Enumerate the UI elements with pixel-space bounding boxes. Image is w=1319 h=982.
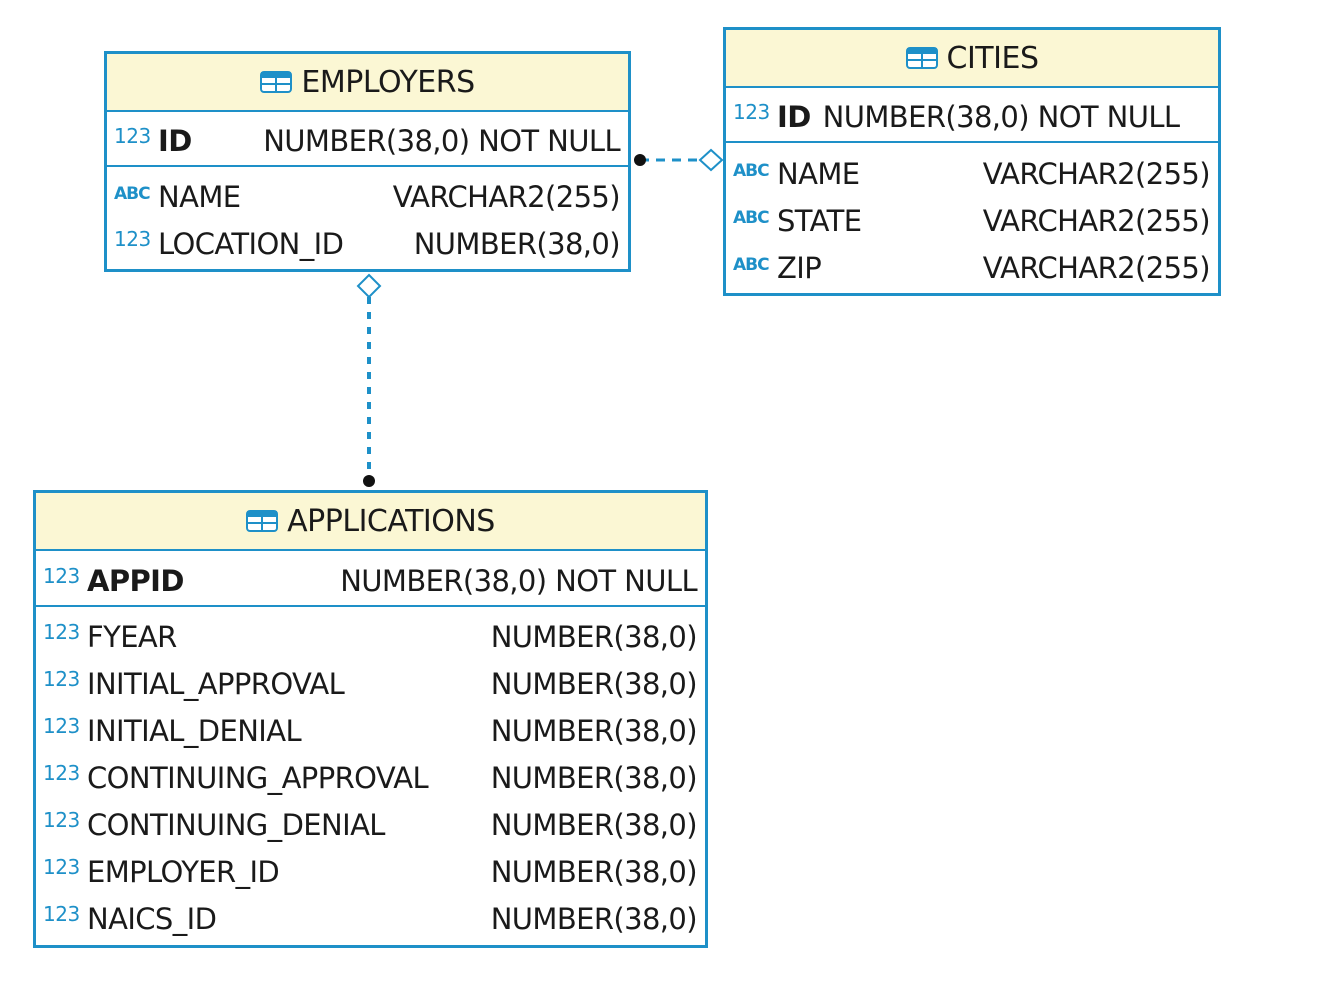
column-type: NUMBER(38,0) NOT NULL [340,564,697,598]
column-type: NUMBER(38,0) NOT NULL [263,124,620,158]
employers-header: EMPLOYERS [107,54,628,112]
column-name: NAME [158,179,241,214]
employers-applications-dot-end [363,475,375,487]
table-row[interactable]: ABC NAME VARCHAR2(255) [107,173,628,220]
table-row[interactable]: 123 CONTINUING_APPROVAL NUMBER(38,0) [36,754,705,801]
text-type-icon: ABC [733,160,770,181]
column-name: FYEAR [87,619,177,654]
table-row[interactable]: ABC ZIP VARCHAR2(255) [726,244,1218,291]
column-type: VARCHAR2(255) [982,156,1211,191]
table-icon [260,71,293,93]
column-name: ZIP [777,250,822,285]
column-type: NUMBER(38,0) NOT NULL [822,100,1180,134]
table-row[interactable]: 123 ID NUMBER(38,0) NOT NULL [726,91,1218,143]
column-name: INITIAL_DENIAL [87,713,302,748]
table-row[interactable]: ABC STATE VARCHAR2(255) [726,197,1218,244]
numeric-type-icon: 123 [43,807,80,832]
applications-columns-section: 123 FYEAR NUMBER(38,0) 123 INITIAL_APPRO… [36,607,705,942]
numeric-type-icon: 123 [43,901,80,926]
table-row[interactable]: 123 LOCATION_ID NUMBER(38,0) [107,220,628,267]
column-name: ID [158,124,192,158]
employers-cities-dot-end [634,154,646,166]
numeric-type-icon: 123 [43,854,80,879]
cities-table[interactable]: CITIES 123 ID NUMBER(38,0) NOT NULL ABC … [723,27,1221,296]
column-type: NUMBER(38,0) [490,619,698,654]
column-type: NUMBER(38,0) [490,901,698,936]
table-row[interactable]: 123 EMPLOYER_ID NUMBER(38,0) [36,848,705,895]
column-name: ID [777,100,811,134]
numeric-type-icon: 123 [114,226,151,251]
employers-table[interactable]: EMPLOYERS 123 ID NUMBER(38,0) NOT NULL A… [104,51,631,272]
cities-pk-section: 123 ID NUMBER(38,0) NOT NULL [726,88,1218,143]
text-type-icon: ABC [114,183,151,204]
column-name: CONTINUING_DENIAL [87,807,385,842]
employers-columns-section: ABC NAME VARCHAR2(255) 123 LOCATION_ID N… [107,167,628,267]
column-name: CONTINUING_APPROVAL [87,760,429,795]
cities-header: CITIES [726,30,1218,88]
column-type: VARCHAR2(255) [982,250,1211,285]
text-type-icon: ABC [733,207,770,228]
employers-cities-diamond-end [698,148,724,172]
table-row[interactable]: 123 FYEAR NUMBER(38,0) [36,613,705,660]
column-type: NUMBER(38,0) [490,666,698,701]
table-row[interactable]: 123 CONTINUING_DENIAL NUMBER(38,0) [36,801,705,848]
column-type: NUMBER(38,0) [490,713,698,748]
table-row[interactable]: 123 INITIAL_APPROVAL NUMBER(38,0) [36,660,705,707]
applications-header: APPLICATIONS [36,493,705,551]
table-row[interactable]: 123 INITIAL_DENIAL NUMBER(38,0) [36,707,705,754]
text-type-icon: ABC [733,254,770,275]
cities-columns-section: ABC NAME VARCHAR2(255) ABC STATE VARCHAR… [726,143,1218,291]
column-name: NAICS_ID [87,901,217,936]
applications-table[interactable]: APPLICATIONS 123 APPID NUMBER(38,0) NOT … [33,490,708,948]
table-row[interactable]: 123 ID NUMBER(38,0) NOT NULL [107,115,628,167]
table-icon [246,510,279,532]
column-type: NUMBER(38,0) [413,226,621,261]
column-type: VARCHAR2(255) [392,179,621,214]
cities-title: CITIES [946,40,1039,76]
applications-pk-section: 123 APPID NUMBER(38,0) NOT NULL [36,551,705,607]
numeric-type-icon: 123 [114,124,151,148]
numeric-type-icon: 123 [43,619,80,644]
column-name: STATE [777,203,862,238]
table-icon [905,47,938,69]
employers-title: EMPLOYERS [301,64,475,100]
column-type: NUMBER(38,0) [490,854,698,889]
column-name: LOCATION_ID [158,226,344,261]
column-type: NUMBER(38,0) [490,807,698,842]
column-name: APPID [87,564,184,598]
numeric-type-icon: 123 [43,760,80,785]
numeric-type-icon: 123 [43,666,80,691]
column-type: NUMBER(38,0) [490,760,698,795]
column-name: EMPLOYER_ID [87,854,280,889]
table-row[interactable]: 123 APPID NUMBER(38,0) NOT NULL [36,555,705,607]
column-type: VARCHAR2(255) [982,203,1211,238]
employers-applications-diamond-end [356,273,382,299]
employers-pk-section: 123 ID NUMBER(38,0) NOT NULL [107,112,628,167]
column-name: NAME [777,156,860,191]
table-row[interactable]: 123 NAICS_ID NUMBER(38,0) [36,895,705,942]
column-name: INITIAL_APPROVAL [87,666,345,701]
table-row[interactable]: ABC NAME VARCHAR2(255) [726,150,1218,197]
numeric-type-icon: 123 [43,564,80,588]
numeric-type-icon: 123 [43,713,80,738]
numeric-type-icon: 123 [733,100,770,124]
applications-title: APPLICATIONS [287,503,495,539]
